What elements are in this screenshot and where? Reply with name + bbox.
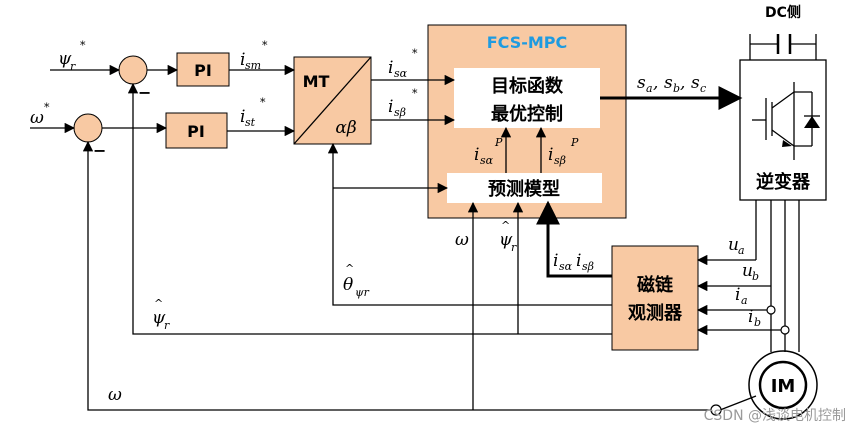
svg-text:*: * [44,101,50,114]
igbt-icon [752,82,820,160]
svg-text:ψ: ψ [152,308,166,328]
svg-text:r: r [511,241,517,254]
svg-text:−: − [93,141,106,160]
svg-text:*: * [262,39,268,52]
svg-text:c: c [700,82,706,95]
label-ib: i b [748,307,761,329]
svg-text:sα: sα [480,154,494,167]
svg-text:b: b [673,82,680,95]
dc-capacitor-icon [749,34,817,60]
svg-text:s: s [691,73,700,93]
label-psi-r-feedback: ψ r ^ [152,297,170,332]
label-psi-r-pred: ψ r ^ [499,219,517,254]
svg-text:sα: sα [559,260,573,273]
svg-text:θ: θ [343,275,353,295]
svg-text:^: ^ [501,219,510,232]
observer-label-1: 磁链 [637,274,674,296]
prediction-model-block [447,173,602,203]
svg-text:i: i [240,107,245,127]
label-ist-ref: i st * [240,96,266,129]
sum-junction-flux [118,55,148,85]
svg-text:r: r [70,60,76,73]
svg-text:i: i [388,58,393,78]
svg-text:sα: sα [394,67,408,80]
svg-text:ψr: ψr [355,286,370,299]
observer-label-2: 观测器 [628,302,683,324]
svg-text:sm: sm [245,59,261,72]
label-switch-states: s a , s b , s c [637,73,706,95]
svg-text:ψ: ψ [499,230,513,250]
label-psi-r-ref: ψ r * [58,39,86,73]
label-omega-pred: ω [455,230,469,250]
objective-label-1: 目标函数 [491,75,564,97]
svg-text:u: u [742,261,753,281]
svg-text:^: ^ [154,297,163,310]
svg-text:a: a [646,82,653,95]
svg-text:sβ: sβ [554,154,566,167]
svg-text:ψ: ψ [58,49,72,69]
svg-text:^: ^ [345,262,354,275]
label-isbeta-p: i sβ P [548,136,579,167]
svg-text:ω: ω [455,230,469,250]
svg-text:sβ: sβ [582,260,594,273]
prediction-model-label: 预测模型 [488,178,560,200]
svg-text:sβ: sβ [394,106,406,119]
label-omega-ref: ω * [30,101,50,128]
svg-text:a: a [741,294,748,307]
svg-text:b: b [752,270,759,283]
label-omega-feedback: ω [108,385,122,405]
label-isbeta-ref: i sβ * [388,87,418,119]
svg-text:i: i [553,251,558,271]
label-is-feedback: i sα i sβ [553,251,594,273]
svg-text:i: i [576,251,581,271]
svg-text:i: i [748,307,753,327]
svg-text:*: * [260,96,266,109]
objective-label-2: 最优控制 [491,103,563,125]
svg-text:u: u [728,235,739,255]
svg-text:ω: ω [30,108,44,128]
alphabeta-label: αβ [335,118,356,138]
svg-text:,: , [680,73,685,93]
objective-function-block [454,68,600,128]
label-ua: u a [728,235,745,257]
label-ism-ref: i sm * [240,39,268,72]
sum-junction-speed [73,113,103,143]
svg-text:b: b [754,316,761,329]
svg-text:*: * [412,47,418,60]
label-theta: θ ψr ^ [343,262,370,299]
svg-text:*: * [412,87,418,100]
svg-text:−: − [138,83,151,102]
label-isalpha-p: i sα P [474,136,503,167]
svg-text:P: P [494,136,503,149]
label-isalpha-ref: i sα * [388,47,418,80]
svg-text:P: P [570,136,579,149]
svg-text:st: st [245,116,256,129]
fcs-mpc-title: FCS-MPC [487,33,568,52]
label-ia: i a [735,285,748,307]
watermark: CSDN @浅谈电机控制 [704,408,846,424]
svg-text:i: i [735,285,740,305]
flux-observer-block [611,245,699,351]
svg-text:i: i [548,145,553,165]
svg-text:s: s [637,73,646,93]
svg-text:a: a [738,244,745,257]
svg-text:,: , [653,73,658,93]
inverter-label: 逆变器 [756,171,811,193]
svg-text:*: * [80,39,86,52]
svg-text:i: i [388,97,393,117]
svg-text:i: i [240,50,245,70]
pi-speed-label: PI [187,122,205,141]
svg-text:ω: ω [108,385,122,405]
dc-side-label: DC侧 [765,4,801,21]
pi-flux-label: PI [194,61,212,80]
motor-label: IM [771,376,796,397]
label-ub: u b [742,261,759,283]
svg-text:s: s [664,73,673,93]
svg-text:i: i [474,145,479,165]
mt-label: MT [303,72,330,91]
svg-text:r: r [164,319,170,332]
